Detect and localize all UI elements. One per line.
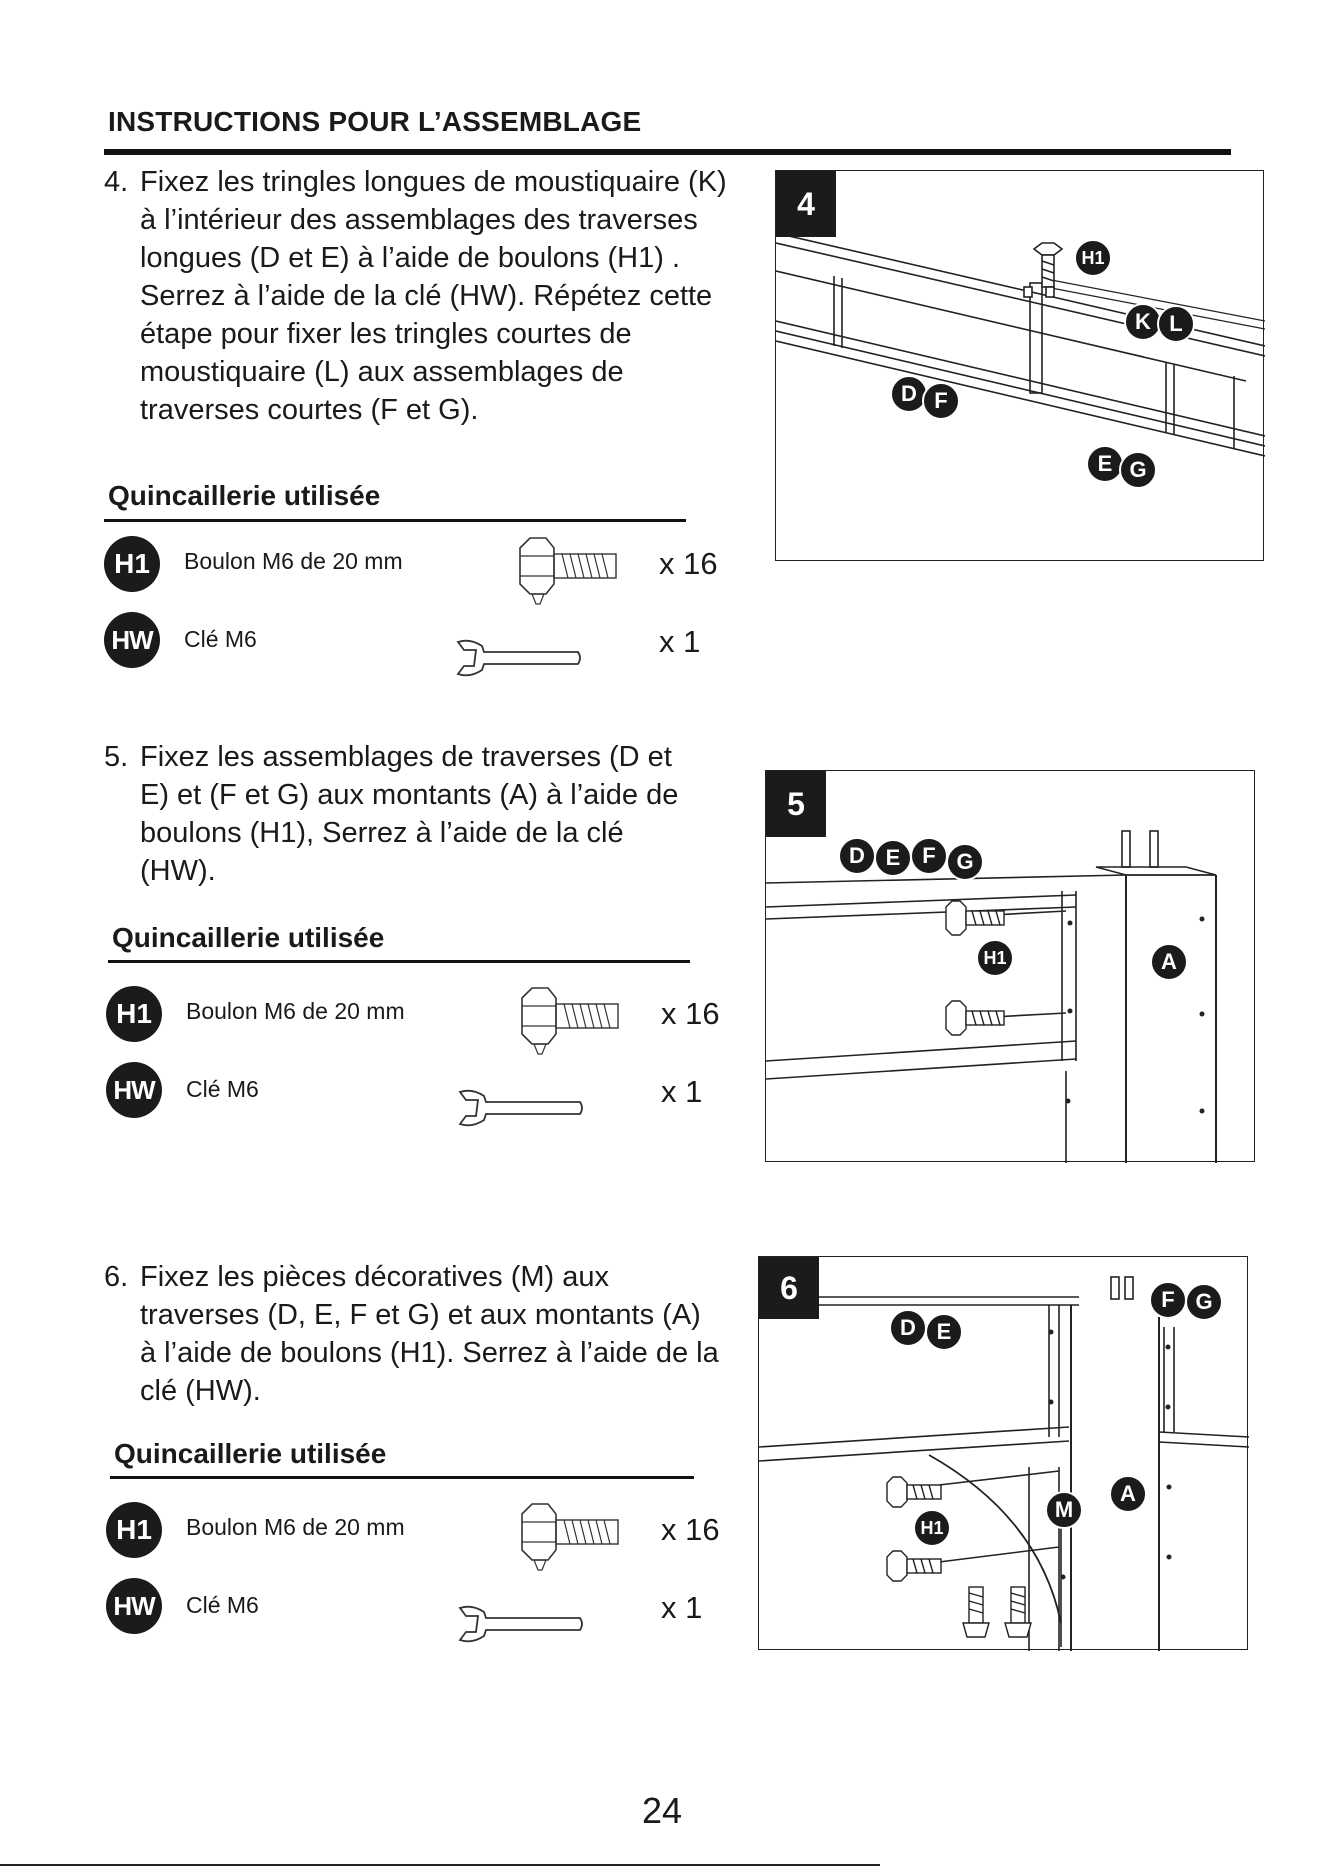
badge-h1: H1 xyxy=(104,536,160,592)
page-number: 24 xyxy=(641,1790,683,1831)
callout-a: A xyxy=(1150,943,1188,981)
wrench-icon xyxy=(456,1602,586,1653)
callout-l: L xyxy=(1157,305,1195,343)
badge-h1: H1 xyxy=(106,986,162,1042)
hardware-label: Boulon M6 de 20 mm xyxy=(186,1514,405,1540)
callout-e: E xyxy=(874,839,912,877)
step-number: 5. xyxy=(104,741,129,773)
callout-f: F xyxy=(922,382,960,420)
callout-h1: H1 xyxy=(976,939,1014,977)
badge-hw: HW xyxy=(106,1062,162,1118)
callout-m: M xyxy=(1045,1491,1083,1529)
hardware-quantity: x 1 xyxy=(659,624,701,659)
hardware-item-wrench: HW Clé M6 x 1 xyxy=(106,1062,726,1127)
hardware-divider xyxy=(104,519,686,522)
hardware-quantity: x 16 xyxy=(661,996,720,1031)
step-text: Fixez les tringles longues de moustiquai… xyxy=(140,166,727,426)
step-6-diagram: 6 F G D E A M H1 xyxy=(758,1256,1249,1651)
hardware-used-title: Quincaillerie utilisée xyxy=(112,922,385,953)
step-6-instructions: 6. Fixez les pièces décoratives (M) aux … xyxy=(104,1258,724,1410)
page-title: INSTRUCTIONS POUR L’ASSEMBLAGE xyxy=(108,106,642,137)
step-text: Fixez les assemblages de traverses (D et… xyxy=(140,741,679,887)
badge-hw: HW xyxy=(104,612,160,668)
callout-d: D xyxy=(889,1309,927,1347)
bolt-icon xyxy=(510,984,626,1065)
step-tag: 5 xyxy=(766,771,826,837)
badge-h1: H1 xyxy=(106,1502,162,1558)
callout-d: D xyxy=(890,375,928,413)
hardware-item-wrench: HW Clé M6 x 1 xyxy=(104,612,724,677)
callout-g: G xyxy=(1119,451,1157,489)
hardware-label: Boulon M6 de 20 mm xyxy=(186,998,405,1024)
step-4-diagram: 4 H1 K L D F E G xyxy=(775,170,1265,561)
hardware-label: Clé M6 xyxy=(186,1592,259,1618)
hardware-used-title: Quincaillerie utilisée xyxy=(108,480,381,511)
step-text: Fixez les pièces décoratives (M) aux tra… xyxy=(140,1261,719,1407)
wrench-icon xyxy=(456,1086,586,1137)
hardware-quantity: x 16 xyxy=(659,546,718,581)
hardware-item-bolt: H1 Boulon M6 de 20 mm x 16 xyxy=(106,986,726,1055)
callout-g: G xyxy=(1185,1283,1223,1321)
step-tag: 4 xyxy=(776,171,836,237)
callout-h1: H1 xyxy=(1074,239,1112,277)
wrench-icon xyxy=(454,636,584,687)
callout-h1: H1 xyxy=(913,1509,951,1547)
step-number: 4. xyxy=(104,166,129,198)
header-divider xyxy=(104,149,1231,155)
step-5-instructions: 5. Fixez les assemblages de traverses (D… xyxy=(104,738,704,890)
callout-e: E xyxy=(1086,445,1124,483)
callout-e: E xyxy=(925,1313,963,1351)
step-number: 6. xyxy=(104,1261,129,1293)
hardware-quantity: x 16 xyxy=(661,1512,720,1547)
hardware-label: Clé M6 xyxy=(186,1076,259,1102)
callout-k: K xyxy=(1124,303,1162,341)
step-5-diagram: 5 D E F G H1 A xyxy=(765,770,1255,1163)
callout-g: G xyxy=(946,843,984,881)
callout-f: F xyxy=(910,837,948,875)
callout-a: A xyxy=(1109,1475,1147,1513)
step-4-instructions: 4. Fixez les tringles longues de moustiq… xyxy=(104,163,744,429)
bolt-icon xyxy=(508,534,624,615)
badge-hw: HW xyxy=(106,1578,162,1634)
hardware-used-title: Quincaillerie utilisée xyxy=(114,1438,387,1469)
hardware-item-bolt: H1 Boulon M6 de 20 mm x 16 xyxy=(106,1502,726,1571)
hardware-divider xyxy=(108,960,690,963)
footer-divider xyxy=(0,1864,880,1866)
hardware-item-bolt: H1 Boulon M6 de 20 mm x 16 xyxy=(104,536,724,605)
hardware-label: Boulon M6 de 20 mm xyxy=(184,548,403,574)
callout-f: F xyxy=(1149,1281,1187,1319)
hardware-quantity: x 1 xyxy=(661,1074,703,1109)
hardware-item-wrench: HW Clé M6 x 1 xyxy=(106,1578,726,1643)
callout-d: D xyxy=(838,837,876,875)
hardware-quantity: x 1 xyxy=(661,1590,703,1625)
step-tag: 6 xyxy=(759,1257,819,1319)
hardware-label: Clé M6 xyxy=(184,626,257,652)
bolt-icon xyxy=(510,1500,626,1581)
hardware-divider xyxy=(110,1476,694,1479)
